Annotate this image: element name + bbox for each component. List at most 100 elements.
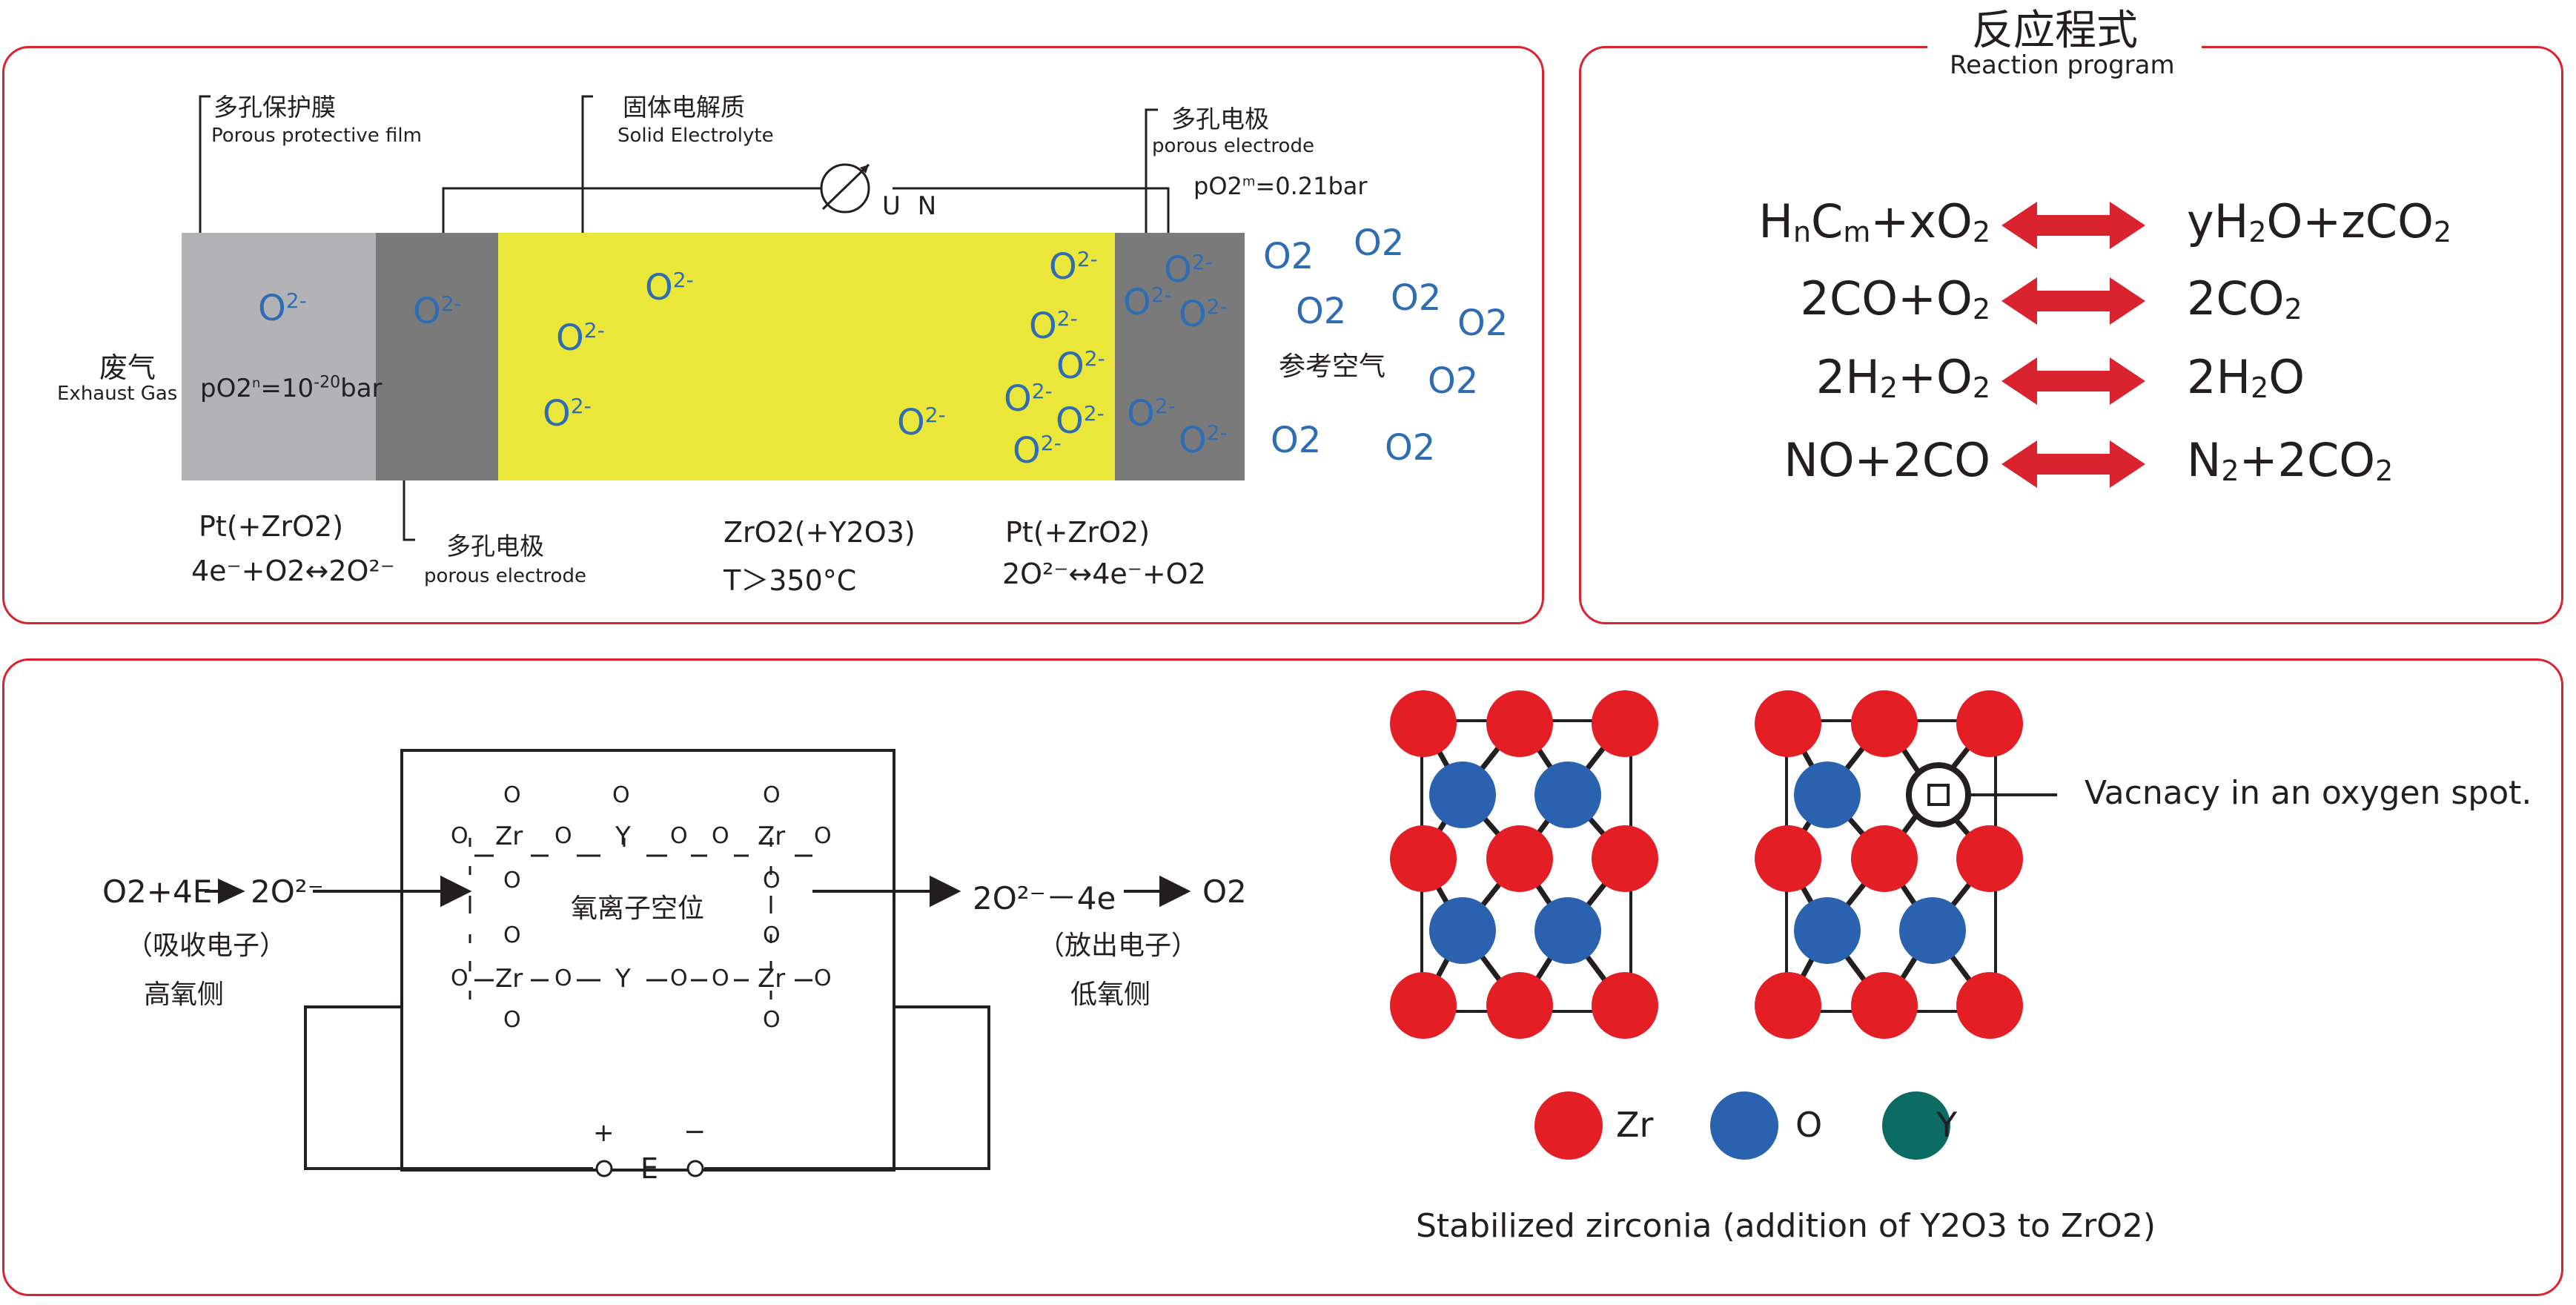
input-note: （吸收电子） [126,931,287,961]
lattice-o: O [814,965,832,991]
o2-molecule: O2 [1296,291,1347,332]
exhaust-po2-label: pO2n=10-20bar [200,373,383,403]
reaction-title-en: Reaction program [1950,50,2175,80]
oxygen-ion: O2- [413,291,462,332]
power-minus: − [683,1117,706,1147]
output-product: O2 [1202,873,1247,910]
o2-molecule: O2 [1354,222,1405,264]
reaction-left-label: 4e⁻+O2↔2O²⁻ [191,555,395,587]
double-arrow-icon [2001,277,2145,325]
double-arrow-icon [2001,202,2145,249]
lattice-o: O [763,1007,781,1033]
lattice-o: O [763,868,781,893]
reaction-right-label: 2O²⁻↔4e⁻+O2 [1002,558,1206,590]
oxygen-ion: O2- [1179,294,1228,335]
double-arrow-icon [2001,440,2145,488]
temperature-label: T＞350°C [724,564,857,597]
porous-electrode-top-label-zh: 多孔电极 [1171,105,1269,133]
vacancy-label-zh: 氧离子空位 [571,893,705,924]
lattice-o: O [503,922,521,948]
reaction-left-3: 2H2+O2 [1815,350,1990,404]
lattice-o: O [814,823,832,849]
reaction-left-2: 2CO+O2 [1800,271,1990,326]
reaction-right-4: N2+2CO2 [2187,433,2394,487]
reaction-title-zh: 反应程式 [1972,7,2138,55]
lattice-o: O [712,965,729,991]
o2-molecule: O2 [1391,277,1442,319]
sensor-panel [2,46,1544,624]
porous-film-label-en: Porous protective film [211,125,422,147]
lattice-o: O [451,823,468,849]
oxygen-ion: O2- [556,317,605,359]
electrolyte-block [498,233,1115,480]
legend-o-label: O [1795,1105,1823,1145]
output-side: 低氧侧 [1070,979,1151,1010]
arrow-right-icon [1159,875,1191,908]
pt-right-label: Pt(+ZrO2) [1005,516,1150,549]
legend-y-swatch [1882,1091,1950,1160]
output-note: （放出电子） [1038,931,1199,961]
double-arrow-icon [2001,357,2145,405]
arrow-right-icon [930,875,961,908]
lattice-zr: Zr [495,822,523,851]
lattice-zr: Zr [758,822,786,851]
mechanism-circuit [205,749,1191,1177]
oxygen-ion: O2- [1179,420,1228,461]
electrolyte-label-en: Solid Electrolyte [617,125,774,147]
oxygen-ion: O2- [1049,246,1098,288]
legend-swatches [1534,1091,1950,1160]
oxygen-ion: O2- [543,393,592,435]
lattice-o: O [763,782,781,808]
legend-zr-label: Zr [1616,1105,1654,1145]
reaction-left-4: NO+2CO [1784,433,1990,487]
oxygen-ion: O2- [1004,378,1053,420]
right-electrode-block [1115,233,1245,480]
exhaust-label-en: Exhaust Gas [57,383,178,405]
input-side: 高氧侧 [144,979,225,1010]
reference-air-label: 参考空气 [1279,351,1386,382]
oxygen-ion: O2- [897,402,946,443]
lattice-pure-atoms [1390,690,1658,1039]
lattice-zr: Zr [495,964,523,994]
mechanism-panel [2,658,2563,1296]
oxygen-ion: O2- [645,267,694,308]
arrow-right-icon [218,878,245,905]
reaction-arrows [2001,202,2145,488]
power-plus: + [593,1118,615,1148]
lattice-y: Y [615,822,631,851]
pt-left-label: Pt(+ZrO2) [199,510,344,543]
exhaust-label-zh: 废气 [99,351,156,384]
arrow-right-icon [440,875,472,908]
lattice-o: O [451,965,468,991]
input-formula: O2+4E [102,873,213,910]
lattice-zr: Zr [758,964,786,994]
lattice-o: O [712,823,729,849]
left-electrode-block [376,233,498,480]
reaction-right-1: yH2O+zCO2 [2187,194,2452,248]
input-product: 2O²⁻ [251,873,324,910]
legend-y-label: Y [1936,1105,1958,1145]
reaction-left-1: HnCm+xO2 [1758,194,1990,248]
lattice-o: O [763,922,781,948]
lattice-o: O [670,823,688,849]
zro2-label: ZrO2(+Y2O3) [724,516,915,549]
lattice-caption: Stabilized zirconia (addition of Y2O3 to… [1416,1207,2156,1245]
zirconia-lattices [1390,690,2057,1160]
reference-po2-label: pO2m=0.21bar [1193,172,1368,200]
porous-electrode-top-label-en: porous electrode [1152,135,1314,157]
oxygen-ion: O2- [1056,400,1105,442]
voltmeter-label: U N [882,191,941,221]
lattice-o: O [503,782,521,808]
o2-molecule: O2 [1457,303,1509,344]
lattice-y: Y [615,964,631,994]
porous-electrode-bottom-label-en: porous electrode [424,565,586,587]
reaction-right-3: 2H2O [2187,350,2305,404]
voltmeter-icon [820,163,870,214]
reaction-right-2: 2CO2 [2187,271,2302,326]
o2-molecule: O2 [1428,360,1479,402]
lattice-o: O [554,823,572,849]
oxygen-ion: O2- [1123,282,1172,323]
oxygen-ion: O2- [1013,430,1062,472]
lattice-o: O [554,965,572,991]
legend-o-swatch [1710,1091,1778,1160]
